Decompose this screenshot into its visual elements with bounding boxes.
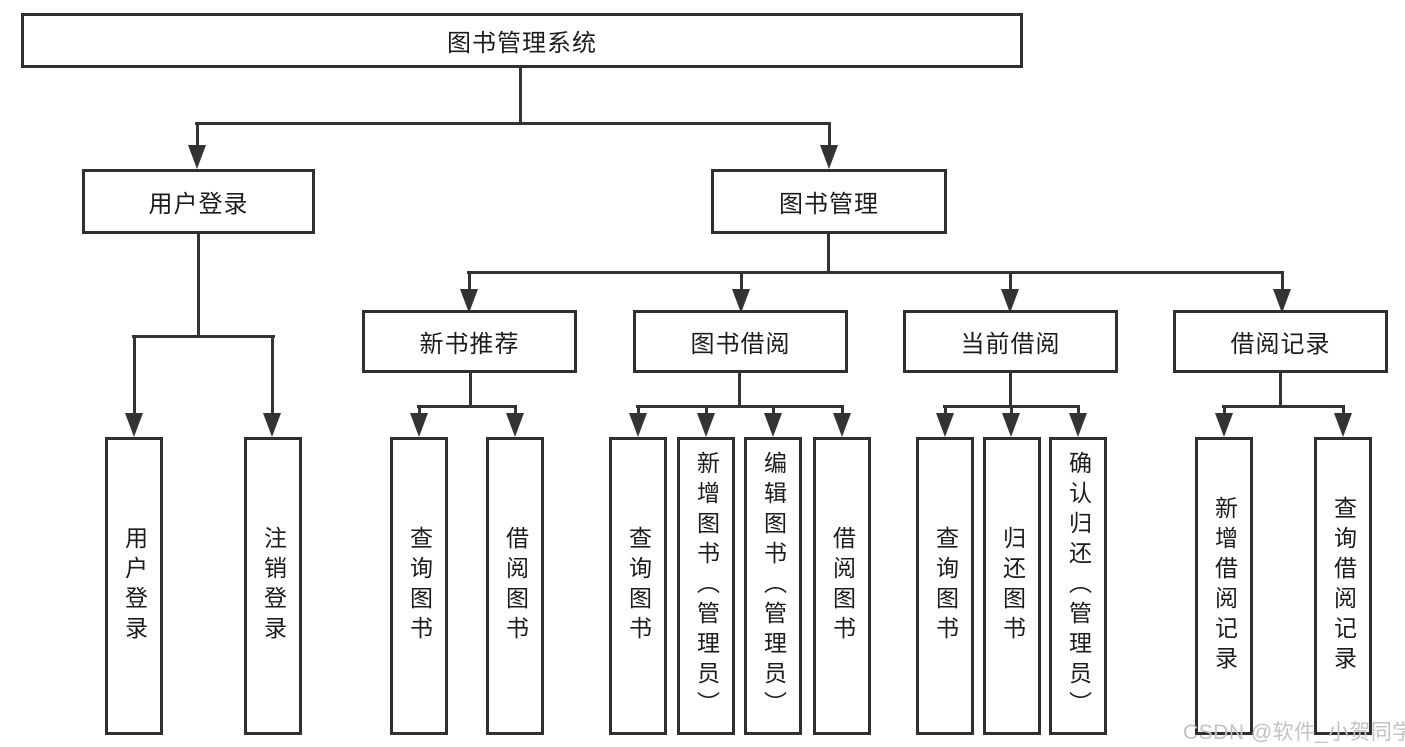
leaf-label: 归还图书: [999, 526, 1026, 646]
connector-book-management-stem: [827, 234, 830, 274]
node-current-borrow: 当前借阅: [903, 310, 1118, 373]
connector-book-borrow-stem: [738, 373, 741, 407]
connector-borrow-records-rail: [1222, 405, 1345, 408]
leaf-return-book: 归还图书: [983, 437, 1041, 735]
leaf-label: 新增图书（管理员）: [693, 451, 720, 721]
leaf-logout: 注销登录: [244, 437, 302, 735]
node-book-borrow: 图书借阅: [633, 310, 848, 373]
node-label: 当前借阅: [960, 331, 1061, 358]
node-label: 借阅记录: [1230, 331, 1331, 358]
leaf-borrow-books-2: 借阅图书: [813, 437, 871, 735]
leaf-borrow-books-1: 借阅图书: [486, 437, 544, 735]
arrowhead-icon: [188, 145, 206, 169]
connector-new-book-stem: [469, 373, 472, 407]
arrowhead-icon: [1069, 413, 1087, 437]
connector-root-stem: [519, 68, 522, 124]
arrowhead-icon: [820, 145, 838, 169]
node-label: 图书管理: [779, 191, 879, 218]
node-book-management: 图书管理: [711, 169, 947, 234]
connector-level3-rail: [467, 271, 1284, 274]
arrow-to-book-borrow: [732, 271, 750, 313]
leaf-label: 新增借阅记录: [1211, 496, 1238, 676]
arrowhead-icon: [732, 289, 750, 313]
arrowhead-icon: [125, 413, 143, 437]
leaf-query-books-1: 查询图书: [390, 437, 448, 735]
arrow-to-book-management: [820, 122, 838, 169]
leaf-label: 编辑图书（管理员）: [760, 451, 787, 721]
leaf-label: 借阅图书: [502, 526, 529, 646]
arrowhead-icon: [1002, 413, 1020, 437]
arrowhead-icon: [764, 413, 782, 437]
arrow-to-leaf-return-book: [1002, 405, 1020, 437]
node-label: 新书推荐: [419, 331, 520, 358]
arrowhead-icon: [1334, 413, 1352, 437]
leaf-add-borrow-record: 新增借阅记录: [1195, 437, 1253, 735]
connector-current-borrow-stem: [1009, 373, 1012, 407]
arrowhead-icon: [506, 413, 524, 437]
arrowhead-icon: [1001, 289, 1019, 313]
connector-user-login-rail: [132, 335, 275, 338]
arrowhead-icon: [410, 413, 428, 437]
arrowhead-icon: [1273, 289, 1291, 313]
node-library-system: 图书管理系统: [21, 13, 1023, 68]
leaf-label: 查询借阅记录: [1330, 496, 1357, 676]
connector-book-borrow-rail: [636, 405, 844, 408]
arrow-to-leaf-borrow-books-2: [833, 405, 851, 437]
node-label: 用户登录: [148, 191, 249, 218]
leaf-label: 查询图书: [406, 526, 433, 646]
leaf-query-books-2: 查询图书: [609, 437, 667, 735]
node-borrow-records: 借阅记录: [1173, 310, 1388, 373]
node-label: 图书管理系统: [447, 30, 597, 57]
leaf-label: 注销登录: [260, 526, 287, 646]
arrowhead-icon: [460, 289, 478, 313]
node-user-login: 用户登录: [82, 169, 315, 234]
arrowhead-icon: [263, 413, 281, 437]
arrow-to-new-book-recommend: [460, 271, 478, 313]
arrow-to-leaf-query-books-2: [629, 405, 647, 437]
leaf-query-books-3: 查询图书: [916, 437, 974, 735]
arrow-to-borrow-records: [1273, 271, 1291, 313]
arrow-to-leaf-user-login: [125, 335, 143, 437]
arrowhead-icon: [697, 413, 715, 437]
leaf-label: 借阅图书: [829, 526, 856, 646]
arrow-to-leaf-add-book: [697, 405, 715, 437]
node-new-book-recommend: 新书推荐: [362, 310, 577, 373]
arrow-to-leaf-query-books-3: [936, 405, 954, 437]
connector-new-book-rail: [417, 405, 517, 408]
arrow-to-user-login: [188, 122, 206, 169]
leaf-query-borrow-record: 查询借阅记录: [1314, 437, 1372, 735]
arrow-to-leaf-query-record: [1334, 405, 1352, 437]
leaf-add-book-admin: 新增图书（管理员）: [677, 437, 735, 735]
arrow-to-leaf-query-books-1: [410, 405, 428, 437]
csdn-watermark: CSDN @软件_小贺同学: [1183, 721, 1405, 744]
arrow-to-leaf-confirm-return: [1069, 405, 1087, 437]
arrowhead-icon: [833, 413, 851, 437]
leaf-label: 确认归还（管理员）: [1065, 451, 1092, 721]
arrow-to-leaf-borrow-books-1: [506, 405, 524, 437]
arrow-to-leaf-logout: [263, 335, 281, 437]
arrowhead-icon: [936, 413, 954, 437]
connector-level2-rail: [195, 122, 831, 125]
leaf-label: 查询图书: [932, 526, 959, 646]
node-label: 图书借阅: [690, 331, 791, 358]
connector-borrow-records-stem: [1279, 373, 1282, 407]
leaf-user-login: 用户登录: [105, 437, 163, 735]
arrowhead-icon: [629, 413, 647, 437]
arrow-to-leaf-edit-book: [764, 405, 782, 437]
leaf-edit-book-admin: 编辑图书（管理员）: [744, 437, 802, 735]
leaf-label: 用户登录: [121, 526, 148, 646]
connector-user-login-stem: [197, 234, 200, 338]
leaf-confirm-return-admin: 确认归还（管理员）: [1049, 437, 1107, 735]
arrow-to-current-borrow: [1001, 271, 1019, 313]
arrow-to-leaf-add-record: [1215, 405, 1233, 437]
arrowhead-icon: [1215, 413, 1233, 437]
leaf-label: 查询图书: [625, 526, 652, 646]
